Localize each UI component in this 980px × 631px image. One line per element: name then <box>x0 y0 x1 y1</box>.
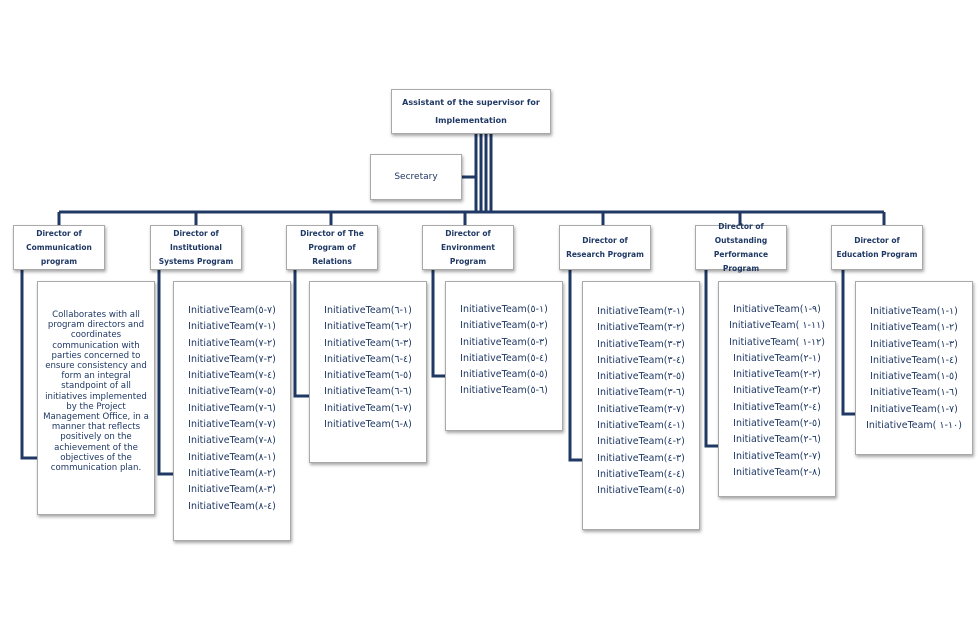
team-list-item: InitiativeTeam(٧-٣) <box>597 403 685 415</box>
team-list-item: InitiativeTeam(٨-٦) <box>324 419 412 431</box>
team-list-item: InitiativeTeam(٣-٣) <box>597 338 685 350</box>
team-list-item: InitiativeTeam( ١٠-١) <box>866 420 962 432</box>
director-communication-box: Director of Communication program <box>13 225 105 270</box>
director-institutional-box: Director of Institutional Systems Progra… <box>150 225 242 270</box>
team-list-item: InitiativeTeam(٢-٧) <box>188 337 276 349</box>
team-list-item: InitiativeTeam(٥-٦) <box>324 370 412 382</box>
team-list-item: InitiativeTeam(٣-١) <box>870 338 958 350</box>
team-list-item: InitiativeTeam(٤-٦) <box>324 353 412 365</box>
team-list-item: InitiativeTeam(١-٦) <box>324 305 412 316</box>
team-list-item: InitiativeTeam(٧-٢) <box>733 450 821 462</box>
team-list-item: InitiativeTeam(٧-٧) <box>188 419 276 431</box>
director-education-label: Director of Education Program <box>836 235 918 259</box>
connector-line <box>704 270 718 448</box>
team-list-item: InitiativeTeam(٤-٣) <box>597 354 685 366</box>
team-list-item: InitiativeTeam( ١٢-١) <box>729 336 825 348</box>
secretary-box: Secretary <box>370 154 462 200</box>
team-list: InitiativeTeam(١-٥) InitiativeTeam(٢-٥) In… <box>446 302 562 400</box>
team-list-item: InitiativeTeam(١-٤) <box>597 420 685 432</box>
team-list: InitiativeTeam(٧-٥) InitiativeTeam(١-٧) In… <box>174 303 290 515</box>
team-list-item: InitiativeTeam(٣-٨) <box>188 484 276 496</box>
director-research-box: Director of Research Program <box>559 225 651 270</box>
team-list-item: InitiativeTeam(٤-٤) <box>597 468 685 480</box>
director-relations-box: Director of The Program of Relations <box>286 225 378 270</box>
team-list-item: InitiativeTeam(٤-٨) <box>188 500 276 512</box>
team-list-item: InitiativeTeam(١-٨) <box>188 451 276 463</box>
communication-description-box: Collaborates with all program directors … <box>37 281 155 515</box>
director-environment-label: Director of Environment Program <box>441 228 495 266</box>
team-list-item: InitiativeTeam(٢-٦) <box>324 321 412 333</box>
education-teams-box: InitiativeTeam(١-١) InitiativeTeam(٢-١) In… <box>855 281 973 455</box>
team-list-item: InitiativeTeam(٣-٢) <box>733 385 821 397</box>
team-list: InitiativeTeam(١-٦) InitiativeTeam(٢-٦) In… <box>310 303 426 433</box>
director-institutional-label: Director of Institutional Systems Progra… <box>158 228 234 266</box>
team-list: InitiativeTeam(٩-١) InitiativeTeam( ١١-١)… <box>719 302 835 481</box>
assistant-supervisor-box: Assistant of the supervisor for Implemen… <box>391 89 551 134</box>
assistant-supervisor-title: Assistant of the supervisor for Implemen… <box>402 97 540 125</box>
team-list-item: InitiativeTeam(٢-١) <box>870 322 958 334</box>
research-teams-box: InitiativeTeam(١-٣) InitiativeTeam(٢-٣) In… <box>582 281 700 530</box>
team-list-item: InitiativeTeam(١-٥) <box>460 304 548 315</box>
team-list-item: InitiativeTeam(٦-٧) <box>188 402 276 414</box>
team-list-item: InitiativeTeam(١-١) <box>870 306 958 317</box>
team-list-item: InitiativeTeam(٥-٢) <box>733 418 821 430</box>
team-list-item: InitiativeTeam(٥-٥) <box>460 369 548 381</box>
connector-line <box>568 270 582 462</box>
team-list-item: InitiativeTeam( ١١-١) <box>729 320 825 332</box>
connector-line <box>841 270 855 416</box>
team-list: InitiativeTeam(١-١) InitiativeTeam(٢-١) In… <box>856 304 972 434</box>
team-list-item: InitiativeTeam(١-٢) <box>733 352 821 364</box>
connector-line <box>293 270 309 398</box>
communication-description: Collaborates with all program directors … <box>43 310 149 474</box>
team-list-item: InitiativeTeam(٧-٦) <box>324 402 412 414</box>
relations-teams-box: InitiativeTeam(١-٦) InitiativeTeam(٢-٦) In… <box>309 281 427 463</box>
team-list-item: InitiativeTeam(٥-٧) <box>188 386 276 398</box>
director-communication-label: Director of Communication program <box>26 228 92 266</box>
team-list-item: InitiativeTeam(٧-٥) <box>188 305 276 316</box>
institutional-teams-box: InitiativeTeam(٧-٥) InitiativeTeam(١-٧) In… <box>173 281 291 541</box>
secretary-label: Secretary <box>394 172 438 182</box>
team-list-item: InitiativeTeam(٣-٥) <box>460 336 548 348</box>
director-research-label: Director of Research Program <box>566 235 644 259</box>
team-list-item: InitiativeTeam(٥-٣) <box>597 371 685 383</box>
team-list-item: InitiativeTeam(٤-٥) <box>460 352 548 364</box>
team-list-item: InitiativeTeam(٤-١) <box>870 354 958 366</box>
team-list-item: InitiativeTeam(١-٣) <box>597 306 685 317</box>
team-list-item: InitiativeTeam(٦-٣) <box>597 387 685 399</box>
team-list-item: InitiativeTeam(٣-٦) <box>324 337 412 349</box>
director-environment-box: Director of Environment Program <box>422 225 514 270</box>
team-list-item: InitiativeTeam(٧-١) <box>870 403 958 415</box>
team-list-item: InitiativeTeam(٢-٥) <box>460 320 548 332</box>
team-list-item: InitiativeTeam(٤-٧) <box>188 370 276 382</box>
team-list-item: InitiativeTeam(٤-٢) <box>733 401 821 413</box>
director-outstanding-box: Director of Outstanding Performance Prog… <box>695 222 787 273</box>
team-list-item: InitiativeTeam(٢-٣) <box>597 322 685 334</box>
team-list-item: InitiativeTeam(١-٧) <box>188 321 276 333</box>
team-list-item: InitiativeTeam(٨-٢) <box>733 466 821 478</box>
team-list-item: InitiativeTeam(٦-١) <box>870 387 958 399</box>
team-list-item: InitiativeTeam(٩-١) <box>733 304 821 315</box>
team-list-item: InitiativeTeam(٣-٤) <box>597 452 685 464</box>
team-list-item: InitiativeTeam(٢-٤) <box>597 436 685 448</box>
team-list-item: InitiativeTeam(٥-١) <box>870 371 958 383</box>
connector-line <box>431 270 445 378</box>
team-list-item: InitiativeTeam(٦-٥) <box>460 385 548 397</box>
team-list-item: InitiativeTeam(٣-٧) <box>188 353 276 365</box>
connector-line <box>157 270 173 476</box>
outstanding-teams-box: InitiativeTeam(٩-١) InitiativeTeam( ١١-١)… <box>718 281 836 497</box>
team-list-item: InitiativeTeam(٥-٤) <box>597 485 685 497</box>
team-list-item: InitiativeTeam(٦-٦) <box>324 386 412 398</box>
team-list-item: InitiativeTeam(٦-٢) <box>733 434 821 446</box>
environment-teams-box: InitiativeTeam(١-٥) InitiativeTeam(٢-٥) In… <box>445 281 563 431</box>
director-education-box: Director of Education Program <box>831 225 923 270</box>
team-list-item: InitiativeTeam(٨-٧) <box>188 435 276 447</box>
team-list-item: InitiativeTeam(٢-٨) <box>188 467 276 479</box>
team-list: InitiativeTeam(١-٣) InitiativeTeam(٢-٣) In… <box>583 304 699 500</box>
team-list-item: InitiativeTeam(٢-٢) <box>733 369 821 381</box>
director-relations-label: Director of The Program of Relations <box>300 228 364 266</box>
connector-line <box>20 270 37 460</box>
director-outstanding-label: Director of Outstanding Performance Prog… <box>713 221 769 273</box>
